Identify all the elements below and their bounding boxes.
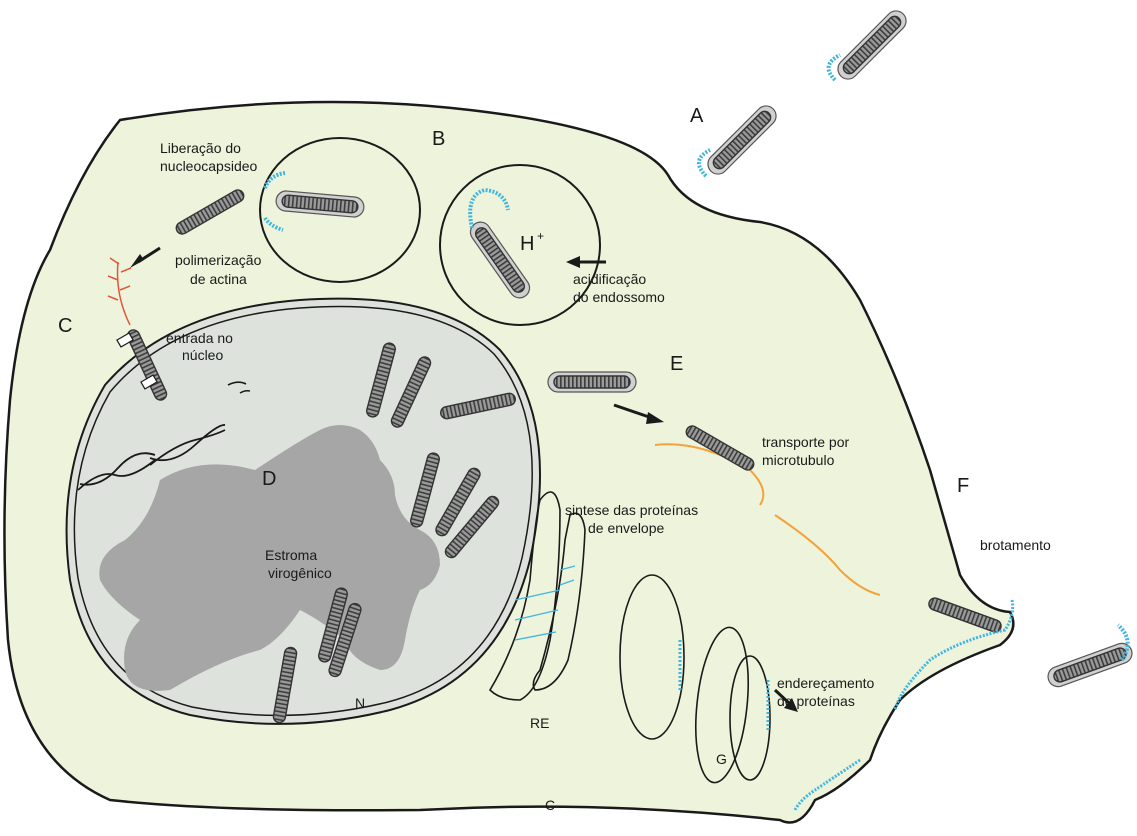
text-polimerizacao-2: de actina (190, 271, 247, 287)
text-brotamento: brotamento (980, 537, 1051, 553)
budded-virion (1045, 641, 1135, 690)
label-f: F (957, 475, 969, 497)
text-enderecamento-2: de proteínas (777, 693, 855, 709)
label-g: G (716, 751, 727, 767)
text-estroma-2: virogênico (268, 565, 332, 581)
transported-nucleocapsid-e (548, 372, 636, 392)
label-a: A (690, 105, 704, 127)
text-entrada-1: entrada no (166, 330, 233, 346)
text-acidificacao-2: do endossomo (573, 289, 665, 305)
label-d: D (262, 468, 276, 490)
text-polimerizacao-1: polimerização (175, 252, 262, 268)
text-sintese-1: sintese das proteínas (565, 502, 698, 518)
text-liberacao-1: Liberação do (160, 140, 241, 156)
label-c-lower: C (545, 797, 555, 813)
text-enderecamento-1: endereçamento (777, 675, 875, 691)
text-acidificacao-1: acidificação (573, 271, 646, 287)
label-b: B (432, 128, 445, 150)
text-transporte-2: microtubulo (762, 452, 835, 468)
text-estroma-1: Estroma (265, 547, 317, 563)
text-transporte-1: transporte por (762, 434, 849, 450)
label-c: C (58, 315, 72, 337)
extracellular-virion-top (834, 7, 910, 83)
label-n: N (355, 695, 365, 711)
label-e: E (670, 353, 683, 375)
label-h: H (520, 233, 534, 255)
label-h-sup: + (537, 229, 544, 243)
text-entrada-2: núcleo (182, 347, 223, 363)
text-sintese-2: de envelope (588, 520, 665, 536)
label-re: RE (530, 715, 549, 731)
extracellular-virion-a (704, 102, 780, 178)
text-liberacao-2: nucleocapsideo (160, 158, 258, 174)
